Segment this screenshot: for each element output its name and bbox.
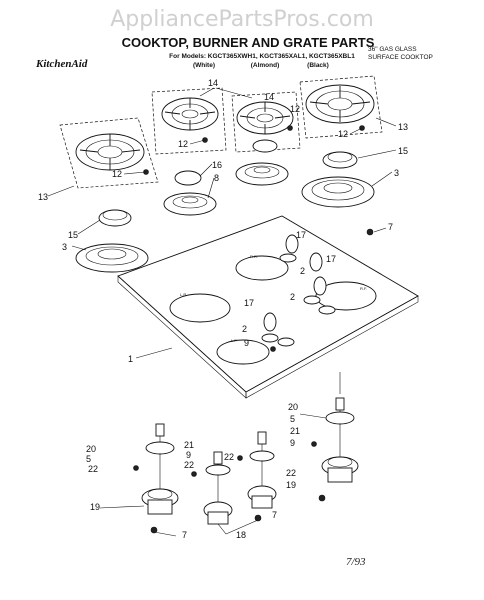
callout-3a: 3: [394, 168, 399, 178]
callout-7c: 7: [272, 510, 277, 520]
opening-right-rear: [235, 255, 289, 281]
burner-cap-mid-left: [174, 170, 202, 186]
label-rr: R.R.: [250, 254, 258, 259]
callouts: 14 12 12 12 12 14 13 13 15 15 16 8 3 3 7…: [38, 78, 408, 540]
callout-17a: 17: [296, 230, 306, 240]
label-lr: L.R.: [180, 292, 187, 297]
callout-19b: 19: [90, 502, 100, 512]
models-line: For Models: KGCT365XWH1, KGCT365XAL1, KG…: [169, 53, 355, 60]
callout-7b: 7: [182, 530, 187, 540]
callout-9a: 9: [244, 338, 249, 348]
cooktop-glass: L.R. R.R. L.F. R.F.: [117, 215, 419, 399]
callout-18: 18: [236, 530, 246, 540]
callout-20a: 20: [288, 402, 298, 412]
burner-base-right: [301, 176, 375, 208]
opening-right-front: [315, 281, 377, 311]
callout-13a: 13: [38, 192, 48, 202]
opening-left-rear: [169, 293, 231, 323]
callout-22c: 22: [224, 452, 234, 462]
callout-5a: 5: [290, 414, 295, 424]
callout-22b: 22: [184, 460, 194, 470]
diagram-title: COOKTOP, BURNER AND GRATE PARTS: [122, 35, 375, 50]
callout-13b: 13: [398, 122, 408, 132]
product-line-1: 36" GAS GLASS: [368, 46, 417, 53]
callout-2c: 2: [242, 324, 247, 334]
callout-14: 14: [208, 78, 218, 88]
callout-21b: 21: [184, 440, 194, 450]
callout-15a: 15: [398, 146, 408, 156]
product-line-2: SURFACE COOKTOP: [368, 54, 433, 61]
grate-middle-right: [231, 91, 301, 153]
callout-17b: 17: [326, 254, 336, 264]
color-white: (White): [193, 62, 215, 69]
callout-19a: 19: [286, 480, 296, 490]
grate-left: [59, 117, 159, 189]
callout-1: 1: [128, 354, 133, 364]
lower-components: [133, 372, 359, 534]
callout-12c: 12: [290, 104, 300, 114]
burner-base-mid-right: [235, 162, 289, 186]
callout-12b: 12: [112, 169, 122, 179]
grate-middle-left: [151, 87, 227, 155]
callout-5b: 5: [86, 454, 91, 464]
color-black: (Black): [307, 62, 329, 69]
grate-right: [299, 75, 383, 139]
revision-date: 7/93: [346, 556, 366, 568]
callout-17c: 17: [244, 298, 254, 308]
callout-7a: 7: [388, 222, 393, 232]
burner-cap-mid-right: [252, 139, 278, 153]
callout-15b: 15: [68, 230, 78, 240]
label-lf: L.F.: [231, 338, 237, 343]
callout-9c: 9: [186, 450, 191, 460]
nut-top-right: [366, 228, 374, 236]
callout-8: 8: [214, 173, 219, 183]
opening-left-front: [216, 339, 270, 365]
brand-logo: KitchenAid: [35, 58, 88, 70]
burner-base-mid-left: [163, 192, 217, 216]
label-rf: R.F.: [360, 286, 367, 291]
callout-3b: 3: [62, 242, 67, 252]
callout-14b: 14: [264, 92, 274, 102]
color-almond: (Almond): [251, 62, 280, 69]
callout-16: 16: [212, 160, 222, 170]
callout-22a: 22: [88, 464, 98, 474]
burner-base-left: [75, 243, 149, 273]
callout-12d: 12: [338, 129, 348, 139]
callout-2a: 2: [300, 266, 305, 276]
callout-2b: 2: [290, 292, 295, 302]
callout-12a: 12: [178, 139, 188, 149]
burner-cap-left: [98, 209, 132, 227]
watermark: AppliancePartsPros.com: [110, 7, 374, 32]
callout-20b: 20: [86, 444, 96, 454]
callout-22d: 22: [286, 468, 296, 478]
callout-9b: 9: [290, 438, 295, 448]
knob-set: [261, 234, 336, 352]
callout-21a: 21: [290, 426, 300, 436]
burner-cap-right: [322, 151, 358, 169]
